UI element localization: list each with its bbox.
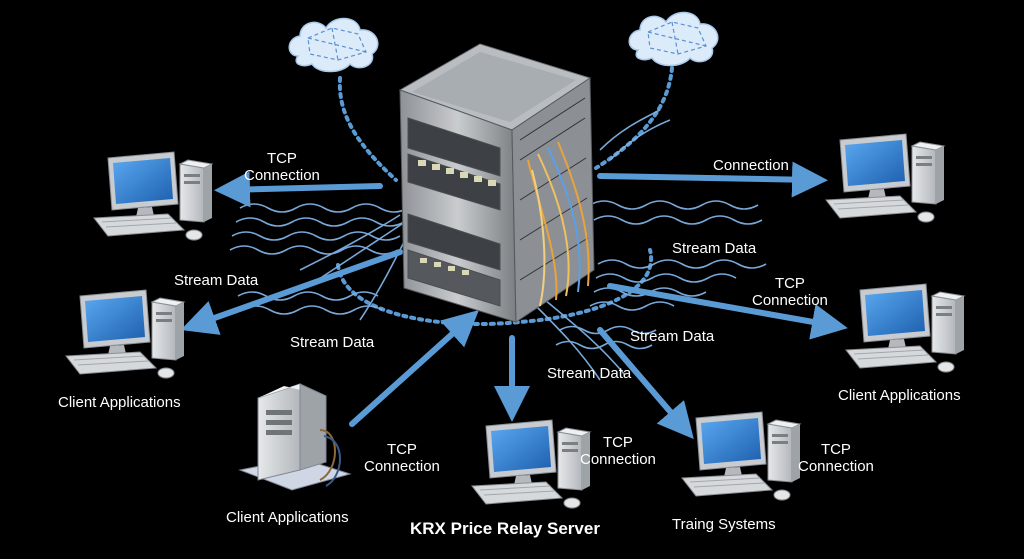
- pc-bottom-center-icon: [471, 419, 591, 509]
- label-client-apps-bottom: Client Applications: [226, 509, 349, 526]
- tower-server-icon: [238, 383, 352, 491]
- label-line: TCP: [386, 441, 417, 458]
- arrow-right-mid: [607, 283, 848, 340]
- label-stream-bottom: Stream Data: [547, 365, 632, 382]
- pc-left-top-icon: [93, 151, 213, 241]
- label-line: Connection: [580, 451, 656, 468]
- server-rack-icon: [398, 43, 595, 323]
- pc-right-top-icon: [825, 133, 945, 223]
- label-client-apps-left: Client Applications: [58, 394, 181, 411]
- label-line: Connection: [752, 292, 828, 309]
- pc-bottom-right-icon: [681, 411, 801, 501]
- pc-left-mid-icon: [65, 289, 185, 379]
- label-line: Connection: [244, 167, 320, 184]
- label-tcp-bottom-right: TCP Connection: [798, 441, 874, 475]
- cloud-right-icon: [628, 11, 719, 67]
- connection-arrows: [180, 161, 848, 440]
- label-tcp-left-top: TCP Connection: [244, 150, 320, 184]
- arrow-left-top: [214, 171, 383, 208]
- label-trading-systems: Traing Systems: [672, 516, 776, 533]
- label-stream-center-left: Stream Data: [290, 334, 375, 351]
- label-line: TCP: [266, 150, 297, 167]
- label-tcp-right-mid: TCP Connection: [752, 275, 828, 309]
- server-title: KRX Price Relay Server: [410, 519, 600, 538]
- label-line: Connection: [364, 458, 440, 475]
- label-line: TCP: [820, 441, 851, 458]
- label-stream-right-mid: Stream Data: [630, 328, 715, 345]
- label-line: TCP: [602, 434, 633, 451]
- arrow-left-mid: [180, 249, 403, 335]
- label-stream-right-top: Stream Data: [672, 240, 757, 257]
- label-stream-left: Stream Data: [174, 272, 259, 289]
- cloud-left-icon: [288, 17, 379, 73]
- arrow-right-top: [597, 161, 828, 198]
- label-line: TCP: [774, 275, 805, 292]
- label-tcp-bottom-left: TCP Connection: [364, 441, 440, 475]
- pc-right-mid-icon: [845, 283, 965, 373]
- arrow-bottom-right: [597, 327, 694, 440]
- arrow-bottom-left: [349, 309, 479, 427]
- label-tcp-bottom-center: TCP Connection: [580, 434, 656, 468]
- label-line: Connection: [798, 458, 874, 475]
- label-connection-right-top: Connection: [713, 157, 789, 174]
- dotted-links: [336, 66, 674, 326]
- label-client-apps-right: Client Applications: [838, 387, 961, 404]
